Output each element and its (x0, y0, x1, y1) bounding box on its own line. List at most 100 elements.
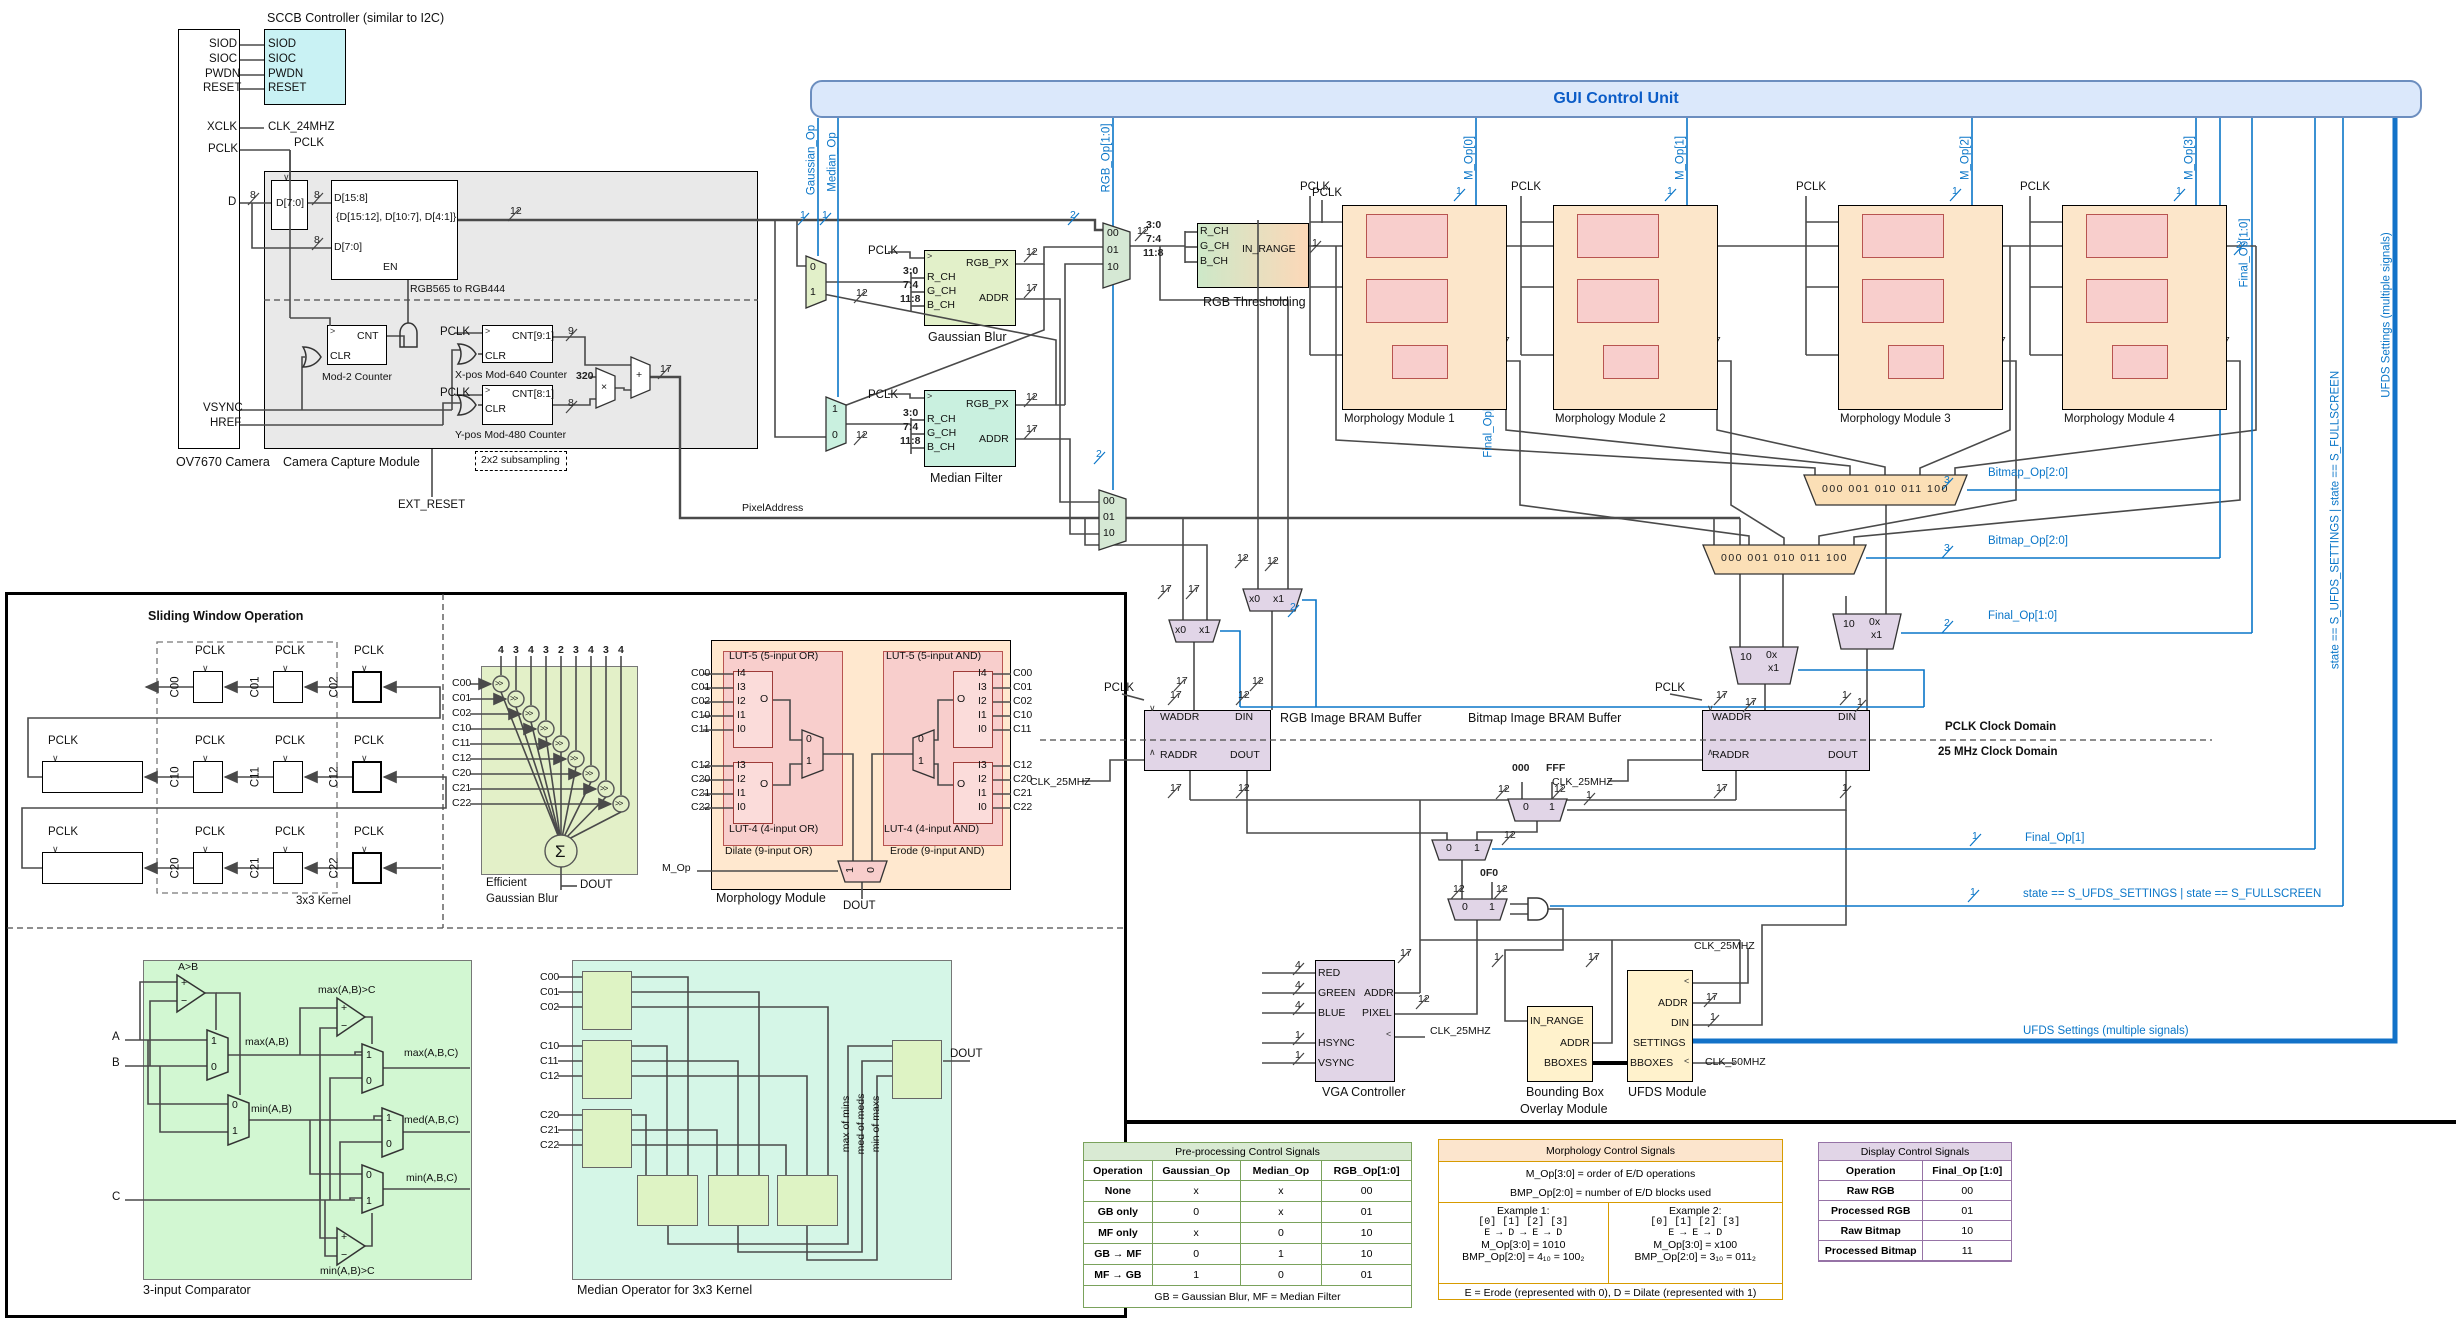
text-label: SIOC (209, 53, 238, 65)
text-label: DOUT (580, 879, 613, 891)
table-cell: 11 (1922, 1241, 2011, 1260)
wire-label: ∨ (1707, 703, 1714, 713)
wire-label: 17 (1170, 782, 1182, 794)
text-label: min(A,B)>C (320, 1265, 375, 1277)
text-label: state == S_UFDS_SETTINGS | state == S_FU… (2023, 888, 2322, 900)
wire-label: I3 (978, 759, 987, 771)
wire-label: 12 (1238, 689, 1250, 701)
wire-label: 10 (1103, 527, 1115, 539)
lut5-and-box (953, 671, 993, 748)
table-cell: 01 (1321, 1202, 1411, 1222)
wire-label: 000 (1512, 762, 1530, 774)
wire-label: 1 (1295, 1049, 1301, 1061)
wire-label: I1 (978, 709, 987, 721)
text-label: UFDS Module (1628, 1085, 1707, 1099)
wire-label: C21 (1013, 787, 1033, 799)
wire-label: I3 (737, 759, 746, 771)
text-label: LUT-5 (5-input OR) (729, 650, 819, 662)
table-title: Pre-processing Control Signals (1175, 1145, 1320, 1158)
table-footer: GB = Gaussian Blur, MF = Median Filter (1154, 1290, 1341, 1303)
wire-label: 17 (1400, 947, 1412, 959)
wire-label: CLR (330, 350, 352, 362)
wire-label: C00 (691, 667, 711, 679)
wire-label: 3 (1944, 542, 1950, 554)
text-label: ADDR (1658, 997, 1688, 1009)
wire-label: 1 (1842, 782, 1848, 794)
wire-label: ∧ (1707, 747, 1714, 757)
wire-label: − (181, 995, 188, 1007)
shift-icon: >> (510, 694, 518, 703)
dilate-box (2086, 279, 2168, 323)
table-cell: 00 (1321, 1181, 1411, 1201)
cell-label: C21 (249, 857, 262, 879)
wire-label: C02 (691, 695, 711, 707)
wire-label: C11 (691, 723, 710, 735)
text-label: PWDN (205, 68, 241, 80)
shift-icon: >> (525, 709, 533, 718)
wire-label: 1 (386, 1112, 392, 1124)
cell-label: C02 (328, 676, 341, 698)
wire-label: 12 (510, 205, 522, 217)
wire-label: 12 (1026, 246, 1038, 258)
text-label: Final_Op[1:0] (2238, 218, 2251, 288)
wire-label: 1 (1489, 901, 1495, 913)
ypos-counter-box (482, 385, 553, 425)
text-label: Final_Op[1:0] (1988, 610, 2058, 622)
clock-icon: ∨ (361, 844, 368, 854)
wire-label: A>B (178, 961, 199, 973)
shift-register-box (273, 761, 303, 793)
erode-box (2086, 214, 2168, 258)
wire-label: 12 (856, 429, 868, 441)
m-op-label: M_Op[2] (1959, 135, 1972, 181)
wire-label: 0 (211, 1061, 217, 1073)
median-cmp-box (582, 1109, 632, 1168)
shift-register-box (273, 852, 303, 884)
wire-label: C21 (691, 787, 711, 799)
signal-label: med of meds (854, 1093, 867, 1155)
wire-label: RED (1318, 967, 1341, 979)
shift-register-box (193, 852, 223, 884)
wire-label: 01 (1103, 511, 1115, 523)
table-title: Morphology Control Signals (1439, 1140, 1782, 1162)
wire-label: C12 (1013, 759, 1033, 771)
wire-label: 1 (211, 1035, 217, 1047)
wire-label: 7:4 (903, 421, 919, 433)
text-label: Mod-2 Counter (322, 371, 393, 383)
wire-label: x0 (1175, 624, 1187, 636)
text-label: max(A,B) (245, 1036, 289, 1048)
ov7670-camera-box (178, 29, 240, 449)
text-label: PCLK (208, 143, 239, 155)
text-label: 2x2 subsampling (481, 454, 560, 466)
wire-label: 1 (1842, 689, 1848, 701)
wire-label: 0 (386, 1138, 392, 1150)
table-cell: MF → GB (1083, 1265, 1152, 1285)
wire-label: I0 (978, 723, 987, 735)
wire-label: 1 (2176, 185, 2182, 197)
wire-label: 1 (1312, 237, 1318, 249)
text-label: VSYNC (203, 402, 243, 414)
clock-icon: ∨ (202, 844, 209, 854)
wire-label: 12 (1137, 225, 1149, 237)
cell-label: C10 (169, 766, 182, 788)
text-label: XCLK (207, 121, 238, 133)
shift-amount: 2 (558, 644, 564, 656)
wire-label: 3:0 (903, 407, 919, 419)
wire-label: 17 (1716, 782, 1728, 794)
cell-label: C12 (328, 766, 341, 788)
shift-icon: >> (585, 769, 593, 778)
cell-label: C20 (169, 857, 182, 879)
text-label: SCCB Controller (similar to I2C) (267, 11, 445, 25)
wire-label: ∨ (1149, 703, 1156, 713)
table-cell: 1 (1151, 1265, 1240, 1285)
wire-label: 12 (1498, 783, 1510, 795)
wire-label: < (1386, 1029, 1392, 1039)
clock-label: PCLK (1300, 181, 1331, 193)
text-label: RGB_Op[1:0] (1100, 123, 1113, 193)
dilate-box (1366, 279, 1448, 323)
m-op-label: M_Op[3] (2183, 135, 2196, 181)
morphology-control-table: Morphology Control Signals M_Op[3:0] = o… (1438, 1139, 1783, 1300)
wire-label: C10 (691, 709, 711, 721)
wire-label: 1 (1295, 1029, 1301, 1041)
